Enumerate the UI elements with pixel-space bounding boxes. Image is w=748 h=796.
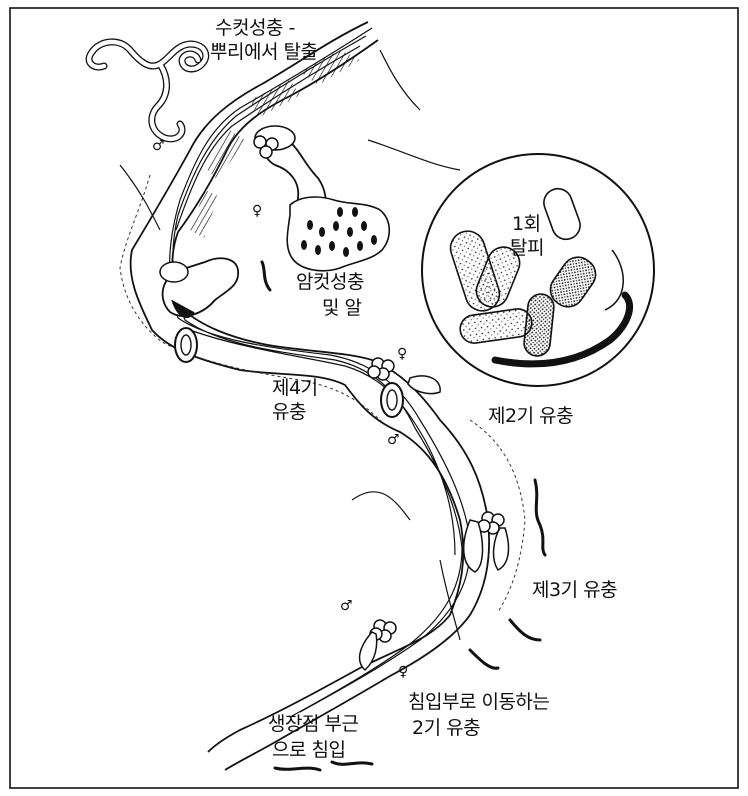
- j4-stage-lower: [381, 383, 403, 417]
- male-symbol: ♂: [340, 598, 353, 614]
- label-j4-line2: 유충: [272, 400, 306, 424]
- label-first-molt-line2: 탈피: [510, 236, 544, 260]
- label-tip-entry-line2: 으로 침입: [272, 738, 345, 762]
- j4-stage-upper: [175, 328, 197, 362]
- border-frame: [10, 8, 738, 788]
- label-j4-line1: 제4기: [272, 376, 318, 400]
- female-symbol: ♀: [252, 203, 262, 219]
- label-j3: 제3기 유충: [532, 578, 617, 602]
- male-worm-drawing: [89, 42, 206, 139]
- female-symbol: ♀: [397, 346, 407, 362]
- label-female-adult-line2: 및 알: [322, 296, 362, 320]
- label-first-molt-line1: 1회: [512, 212, 541, 236]
- female-symbol: ♀: [398, 664, 408, 680]
- label-male-adult-line2: 뿌리에서 탈출: [210, 40, 317, 64]
- label-male-adult-line1: 수컷성충 -: [215, 16, 295, 40]
- label-tip-entry-line1: 생장점 부근: [268, 712, 358, 736]
- label-invasion-j2-line1: 침입부로 이동하는: [408, 690, 549, 714]
- vascular-strands: [170, 28, 471, 716]
- label-female-adult-line1: 암컷성충: [296, 270, 364, 294]
- male-symbol: ♂: [152, 138, 165, 154]
- label-invasion-j2-line2: 2기 유충: [412, 716, 480, 740]
- male-symbol: ♂: [387, 432, 400, 448]
- label-j2: 제2기 유충: [488, 404, 573, 428]
